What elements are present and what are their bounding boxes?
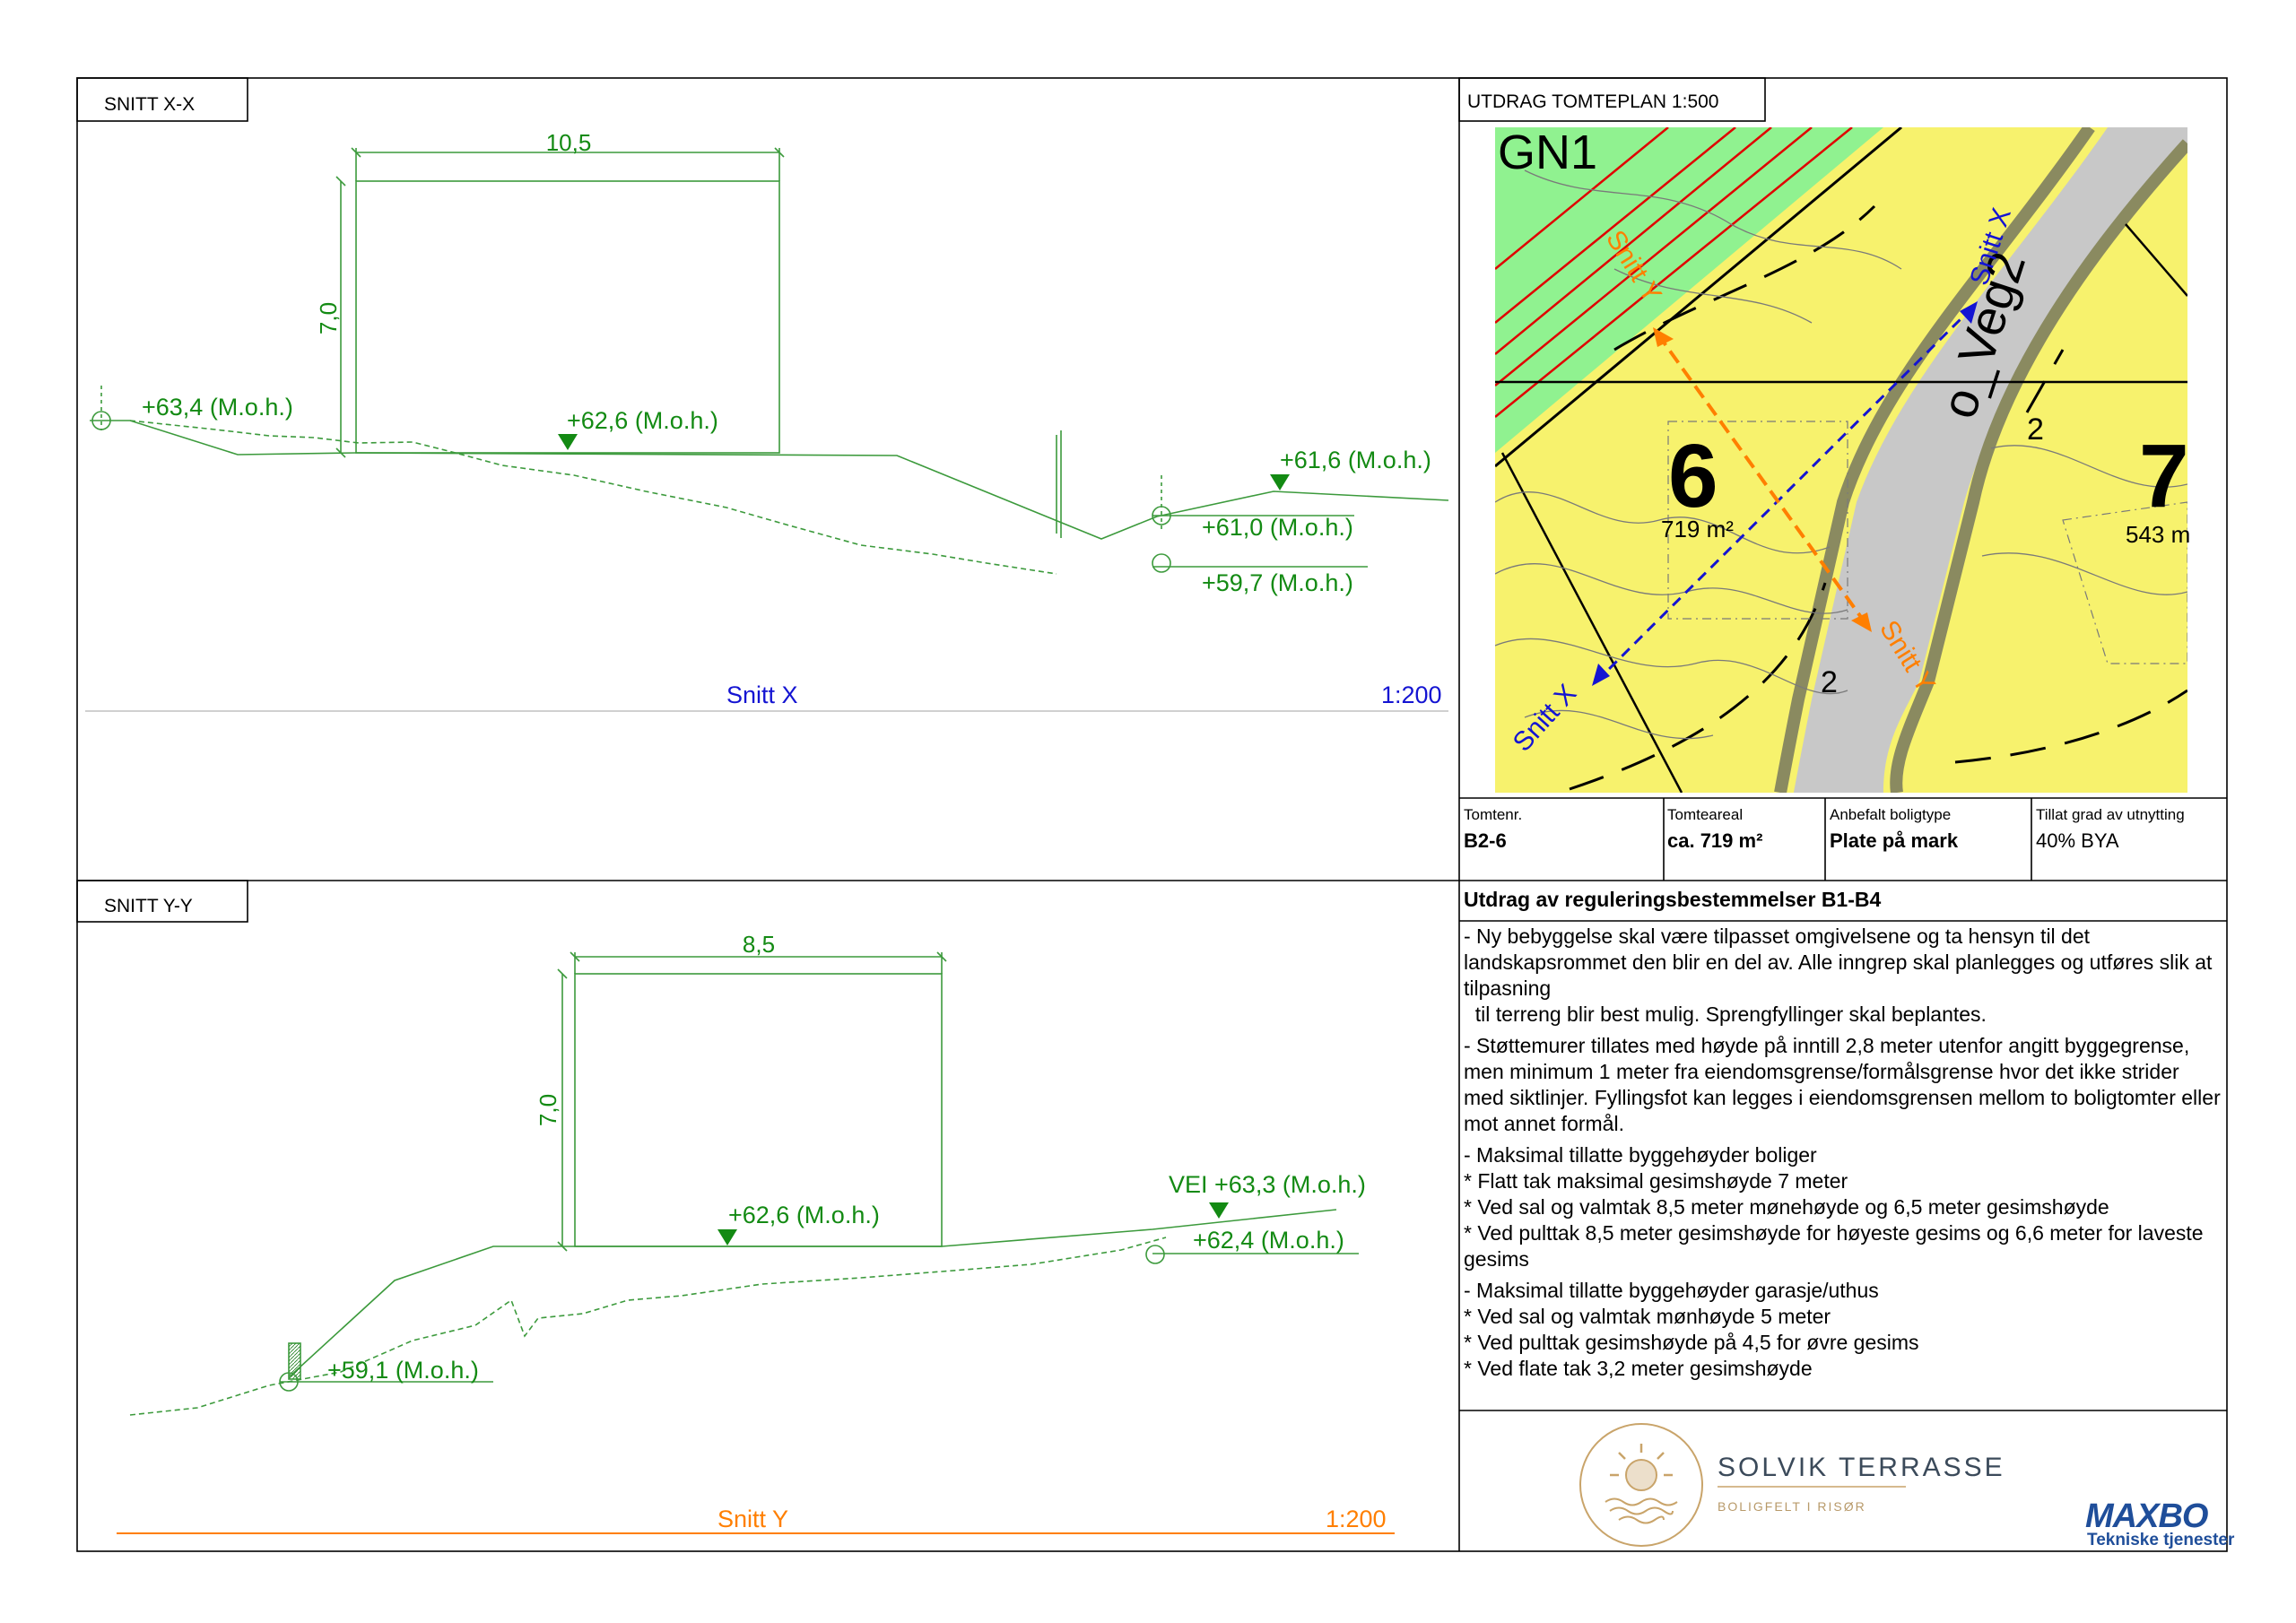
- level-right-top: +61,6 (M.o.h.): [1280, 447, 1431, 473]
- level-floor: +62,6 (M.o.h.): [567, 407, 718, 434]
- tomtenr-value: B2-6: [1464, 829, 1507, 852]
- tomteareal-label: Tomteareal: [1667, 806, 1744, 823]
- plan-title: UTDRAG TOMTEPLAN 1:500: [1467, 91, 1718, 112]
- solvik-logo-sub: BOLIGFELT I RISØR: [1718, 1499, 1866, 1514]
- section-y-caption: Snitt Y: [718, 1506, 788, 1532]
- lot-6-number: 6: [1668, 426, 1718, 526]
- level-y-floor: +62,6 (M.o.h.): [728, 1202, 880, 1228]
- plan-marker-2a: 2: [1821, 665, 1838, 699]
- utnytting-value: 40% BYA: [2036, 829, 2119, 852]
- maxbo-logo: MAXBO: [2085, 1497, 2208, 1535]
- regulation-paragraph: - Støttemurer tillates med høyde på innt…: [1464, 1034, 2221, 1135]
- section-y-dim-width: 8,5: [743, 931, 775, 958]
- boligtype-label: Anbefalt boligtype: [1830, 806, 1952, 823]
- level-left-low: +59,1 (M.o.h.): [327, 1357, 479, 1384]
- section-x-text: SNITT X-X 10,5 7,0 +63,4 (M.o.h.) +62,6 …: [104, 94, 1442, 708]
- regulation-paragraph: - Maksimal tillatte byggehøyder boliger …: [1464, 1143, 2204, 1271]
- solvik-sun-logo-icon: [1579, 1423, 1906, 1547]
- level-low: +59,7 (M.o.h.): [1202, 569, 1353, 596]
- tomtenr-label: Tomtenr.: [1464, 806, 1523, 823]
- level-vei: VEI +63,3 (M.o.h.): [1169, 1171, 1366, 1198]
- zone-label: GN1: [1498, 126, 1597, 179]
- maxbo-logo-sub: Tekniske tjenester: [2087, 1531, 2235, 1549]
- section-x-title: SNITT X-X: [104, 94, 195, 115]
- section-x-drawing: [85, 147, 1449, 712]
- section-y-markers: [718, 1202, 1229, 1245]
- regulations-text: - Ny bebyggelse skal være tilpasset omgi…: [1464, 924, 2222, 1387]
- section-y-dim-height: 7,0: [535, 1094, 561, 1126]
- boligtype-value: Plate på mark: [1830, 829, 1959, 852]
- section-x-dim-height: 7,0: [315, 302, 342, 334]
- lot-6-area: 719 m²: [1661, 516, 1734, 542]
- solvik-logo-name: SOLVIK TERRASSE: [1718, 1453, 2005, 1482]
- tomteareal-value: ca. 719 m²: [1667, 829, 1763, 852]
- regulations-title: Utdrag av reguleringsbestemmelser B1-B4: [1464, 888, 1882, 911]
- level-left: +63,4 (M.o.h.): [142, 394, 293, 421]
- section-y-drawing: [129, 951, 1359, 1416]
- section-y-title: SNITT Y-Y: [104, 896, 193, 916]
- utnytting-label: Tillat grad av utnytting: [2036, 806, 2185, 823]
- section-x-caption: Snitt X: [726, 681, 798, 708]
- section-x-markers: [558, 434, 1290, 490]
- regulation-paragraph: - Maksimal tillatte byggehøyder garasje/…: [1464, 1279, 1919, 1380]
- regulation-paragraph: - Ny bebyggelse skal være tilpasset omgi…: [1464, 924, 2213, 1026]
- level-road: +61,0 (M.o.h.): [1202, 514, 1353, 541]
- section-y-scale: 1:200: [1326, 1506, 1387, 1532]
- section-x-scale: 1:200: [1381, 681, 1442, 708]
- plan-marker-2b: 2: [2027, 412, 2044, 447]
- lot-7-number: 7: [2139, 426, 2189, 526]
- section-x-dim-width: 10,5: [546, 129, 592, 156]
- sheet-frame: [76, 77, 2228, 1552]
- lot-7-area: 543 m: [2126, 521, 2190, 548]
- site-plan-map: [1495, 127, 2187, 793]
- section-y-text: SNITT Y-Y 8,5 7,0 +62,6 (M.o.h.) VEI +63…: [104, 896, 1387, 1532]
- level-right-low: +62,4 (M.o.h.): [1193, 1227, 1344, 1254]
